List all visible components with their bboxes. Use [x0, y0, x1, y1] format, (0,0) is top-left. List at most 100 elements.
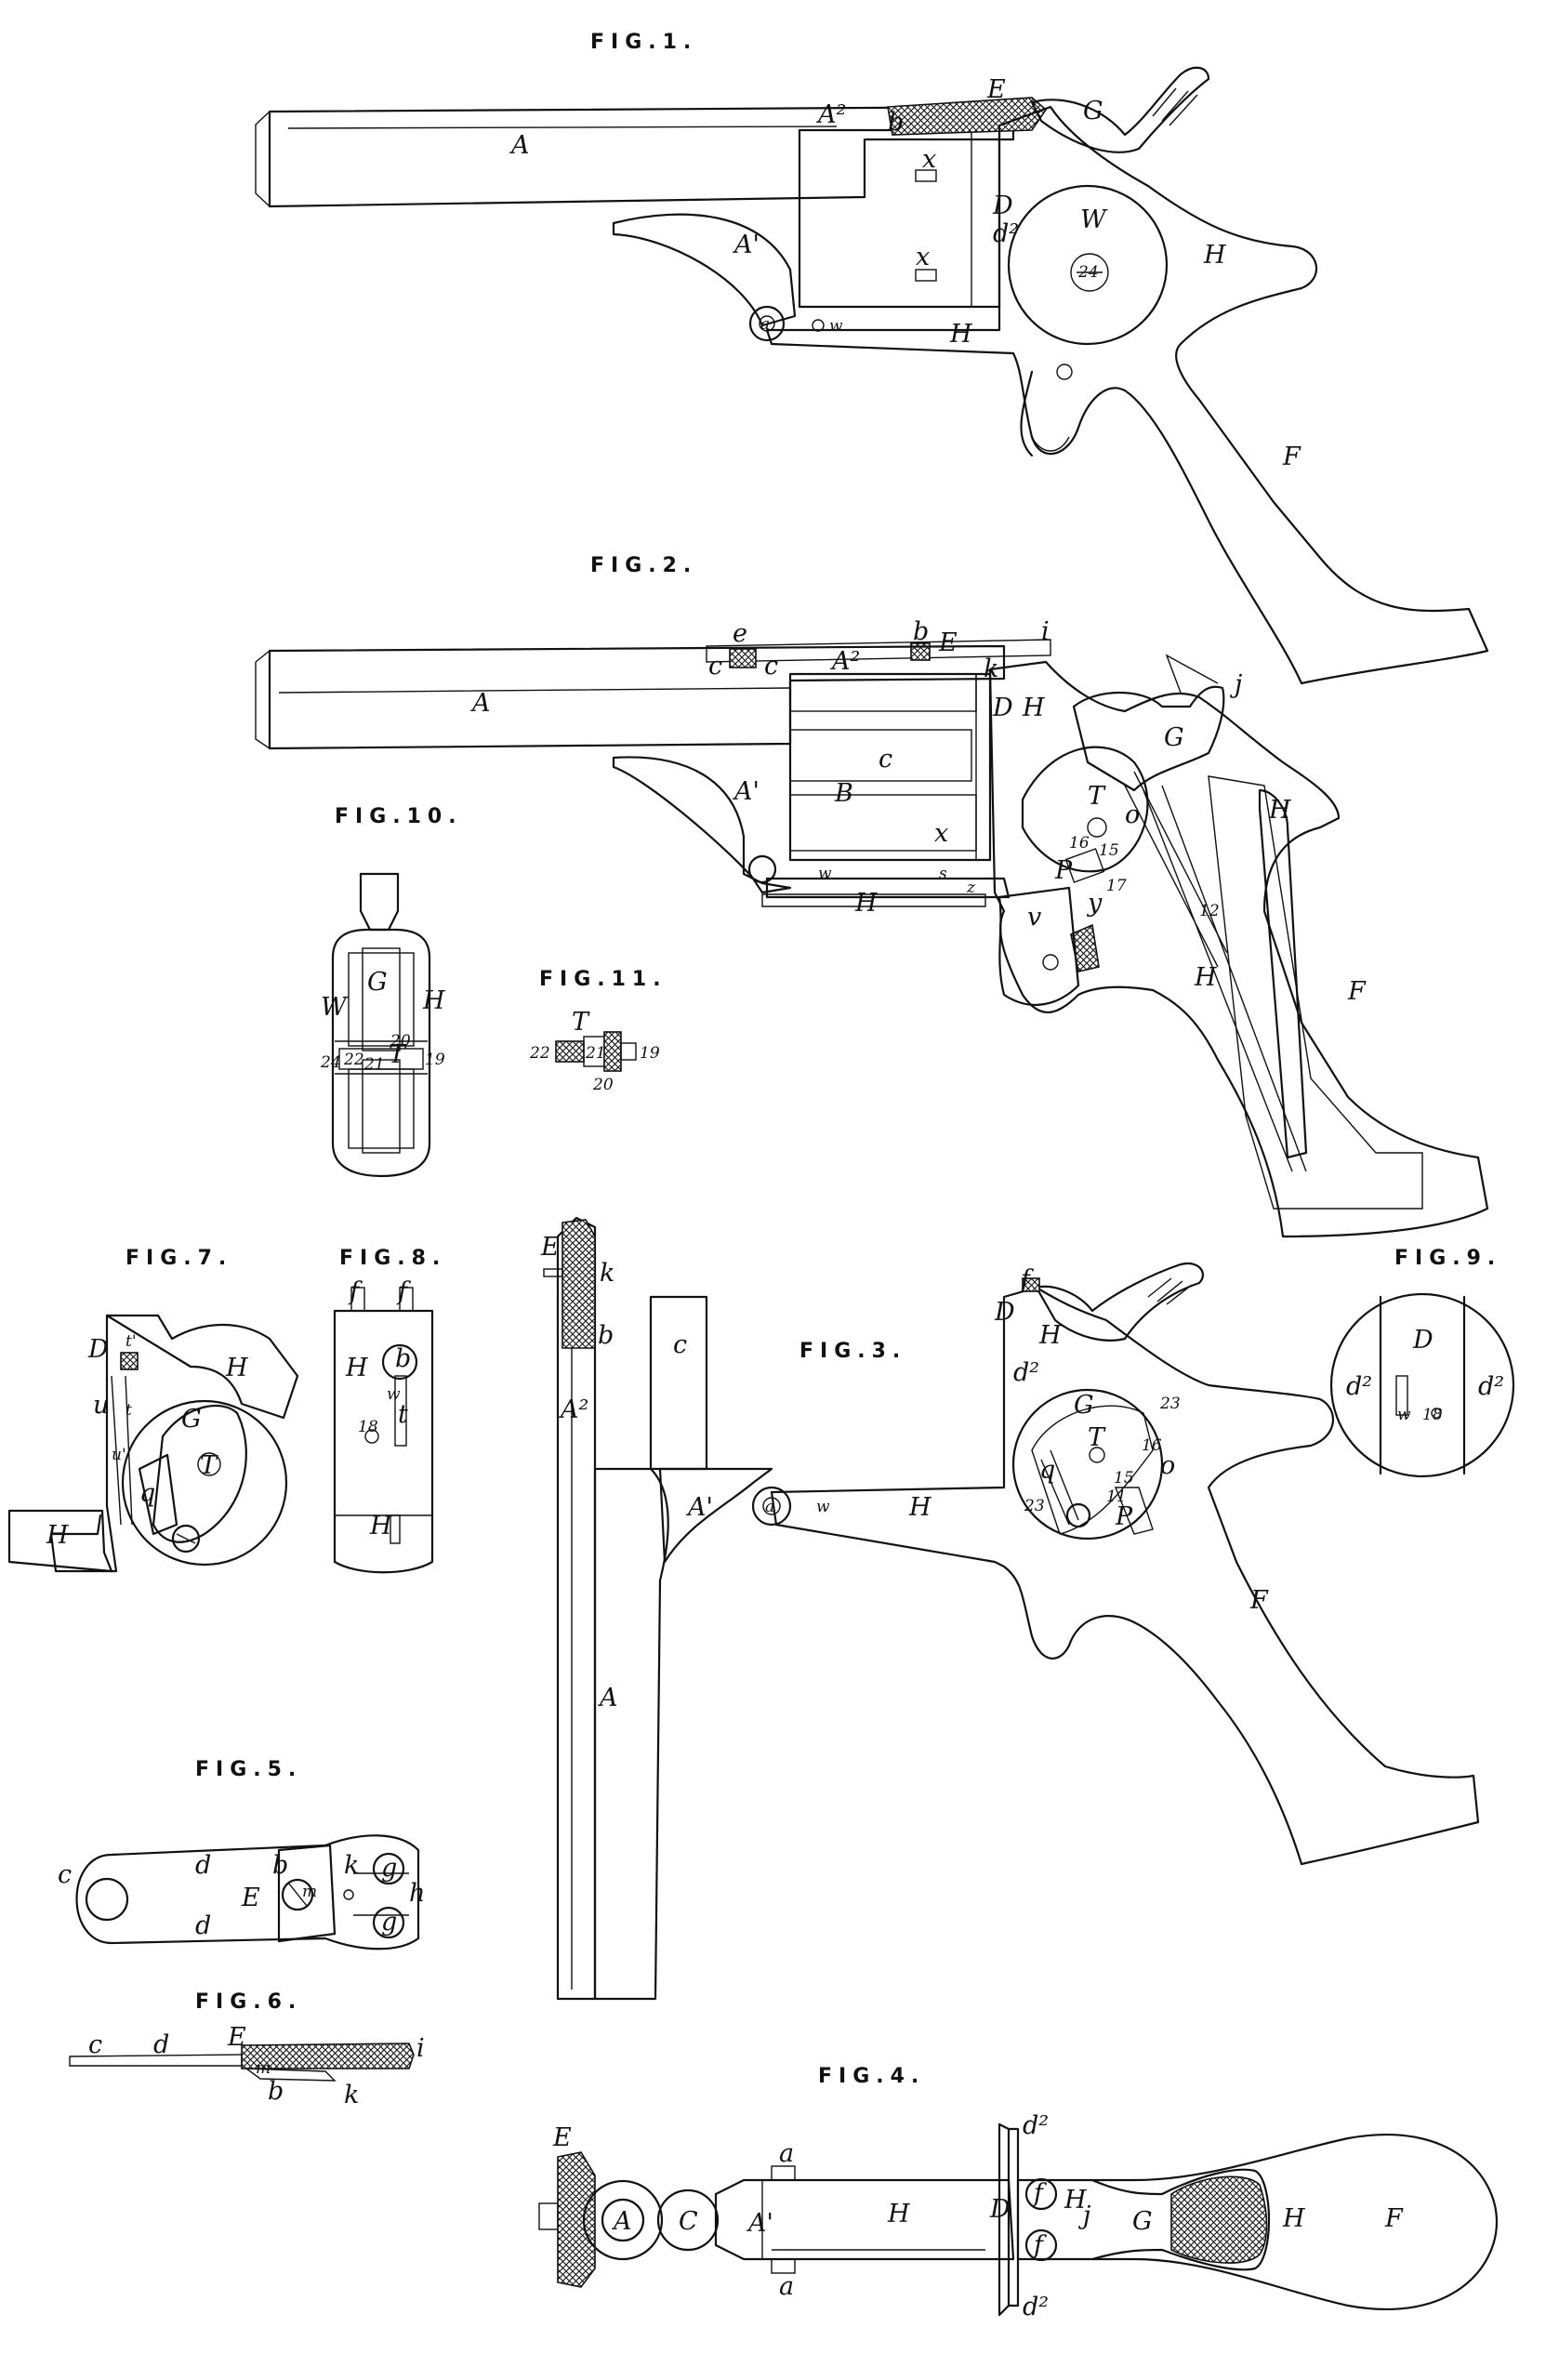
fig7-label-D: D — [87, 1335, 109, 1364]
fig2-label-16: 16 — [1069, 834, 1090, 853]
fig5-label-d2: d — [195, 1911, 211, 1940]
fig2-label-i: i — [1041, 617, 1050, 646]
fig10-label-W: W — [321, 993, 349, 1022]
fig1-frame-front — [612, 213, 797, 327]
fig7-hammer-detail: FIG.7. D t' H u t G T u' q H — [7, 1247, 299, 1573]
fig9-title: FIG.9. — [1394, 1247, 1501, 1270]
fig6-label-c: c — [88, 2030, 102, 2059]
fig1-revolver-side-view: FIG.1. A A² E G b A' D — [255, 31, 1489, 685]
fig9-label-D: D — [1412, 1326, 1433, 1355]
fig7-label-t: t — [126, 1401, 132, 1420]
fig7-label-G: G — [181, 1405, 202, 1434]
fig9-recoil-plate-face: FIG.9. D d² d² w 18 — [1329, 1247, 1515, 1478]
fig3-label-D: D — [994, 1298, 1015, 1327]
fig3-label-23b: 23 — [1024, 1497, 1045, 1515]
fig6-label-E: E — [227, 2023, 246, 2052]
fig2-label-B: B — [834, 779, 853, 808]
fig4-label-A1: A' — [746, 2209, 773, 2238]
fig3-cylinder — [649, 1295, 708, 1471]
fig7-label-q: q — [139, 1479, 155, 1508]
fig6-title: FIG.6. — [195, 1990, 302, 2014]
fig2-label-v: v — [1027, 903, 1041, 932]
fig2-label-12: 12 — [1199, 902, 1220, 920]
fig2-label-G: G — [1164, 723, 1184, 752]
fig3-label-c: c — [673, 1330, 687, 1359]
fig8-label-w: w — [387, 1385, 401, 1404]
fig1-label-G: G — [1083, 97, 1103, 126]
fig2-label-H2: H — [1268, 796, 1291, 825]
fig2-label-17: 17 — [1106, 877, 1127, 895]
fig2-revolver-section-view: FIG.2. — [255, 554, 1489, 1238]
fig5-title: FIG.5. — [195, 1758, 302, 1781]
fig4-label-C: C — [679, 2207, 698, 2236]
fig2-label-b: b — [913, 617, 929, 646]
fig2-label-H3: H — [1194, 963, 1217, 992]
fig2-trigger — [997, 886, 1080, 1006]
fig3-frame-grip — [770, 1286, 1480, 1866]
fig2-label-15: 15 — [1099, 841, 1119, 860]
fig2-barrel — [268, 644, 1006, 750]
fig4-label-H: H — [887, 2200, 910, 2228]
fig2-label-k: k — [984, 654, 998, 683]
fig10-frame-section: FIG.10. G W H 20 22 21 T 19 24 — [320, 805, 463, 1178]
fig5-label-E: E — [241, 1884, 260, 1912]
fig10-title: FIG.10. — [335, 805, 463, 828]
fig10-label-T: T — [389, 1040, 407, 1069]
fig2-label-j: j — [1230, 670, 1242, 699]
fig6-label-d: d — [153, 2030, 169, 2059]
fig3-title: FIG.3. — [799, 1340, 906, 1363]
fig9-label-d2b: d² — [1478, 1372, 1504, 1401]
fig10-label-24: 24 — [320, 1053, 341, 1072]
fig1-label-24: 24 — [1077, 263, 1099, 282]
fig5-label-g2: g — [381, 1908, 397, 1937]
fig4-label-H3: H — [1282, 2204, 1305, 2233]
fig11-pivot-screw: FIG.11. T 22 21 19 20 — [529, 968, 661, 1094]
fig2-label-F: F — [1347, 977, 1367, 1006]
fig3-revolver-open-view: FIG.3. E k c b A² A' A f D H d² — [540, 1216, 1480, 2001]
fig3-label-F: F — [1249, 1586, 1269, 1615]
fig4-grip — [1016, 2133, 1499, 2311]
fig4-label-F: F — [1384, 2204, 1404, 2233]
fig8-label-t: t — [398, 1400, 408, 1429]
fig9-label-18: 18 — [1422, 1406, 1443, 1424]
fig1-label-H: H — [1203, 241, 1226, 270]
fig8-label-18: 18 — [358, 1418, 378, 1436]
fig11-label-19: 19 — [640, 1044, 660, 1063]
fig2-hammer — [1072, 685, 1225, 792]
fig1-label-H2: H — [949, 320, 972, 349]
fig1-frame-grip — [765, 105, 1489, 685]
fig2-label-H: H — [1022, 694, 1045, 722]
fig4-title: FIG.4. — [818, 2065, 925, 2088]
fig5-label-h: h — [409, 1879, 425, 1908]
fig6-latch-side: FIG.6. c d E i m b k — [69, 1990, 425, 2109]
fig1-label-x1: x — [922, 145, 936, 174]
fig6-label-i: i — [416, 2034, 425, 2063]
fig3-label-16: 16 — [1142, 1436, 1162, 1455]
fig3-label-o: o — [1160, 1451, 1175, 1480]
fig3-latch — [562, 1219, 596, 1349]
fig4-label-a1: a — [779, 2139, 794, 2168]
fig11-label-T: T — [572, 1008, 590, 1037]
fig9-label-d2a: d² — [1346, 1372, 1372, 1401]
fig7-label-H: H — [225, 1354, 248, 1382]
fig2-label-e: e — [733, 619, 747, 648]
fig1-cylinder — [798, 128, 1001, 309]
fig8-label-H2: H — [369, 1512, 392, 1540]
fig2-label-x: x — [934, 819, 948, 848]
fig2-frame-grip — [988, 660, 1489, 1238]
fig6-label-m: m — [256, 2059, 271, 2078]
fig11-label-22: 22 — [529, 1044, 550, 1063]
fig6-label-b: b — [268, 2077, 284, 2106]
fig7-label-t1: t' — [126, 1332, 137, 1351]
fig7-label-T: T — [200, 1451, 218, 1480]
fig1-label-E: E — [986, 75, 1006, 104]
fig4-label-d2a: d² — [1023, 2111, 1049, 2140]
fig4-label-G: G — [1132, 2207, 1153, 2236]
fig8-label-f2: f — [396, 1277, 411, 1306]
fig1-recoil-plate — [1007, 184, 1169, 346]
fig2-label-c1: c — [708, 652, 722, 681]
fig1-label-F: F — [1282, 443, 1301, 471]
fig10-label-G: G — [367, 968, 388, 997]
fig4-label-E: E — [552, 2123, 572, 2152]
